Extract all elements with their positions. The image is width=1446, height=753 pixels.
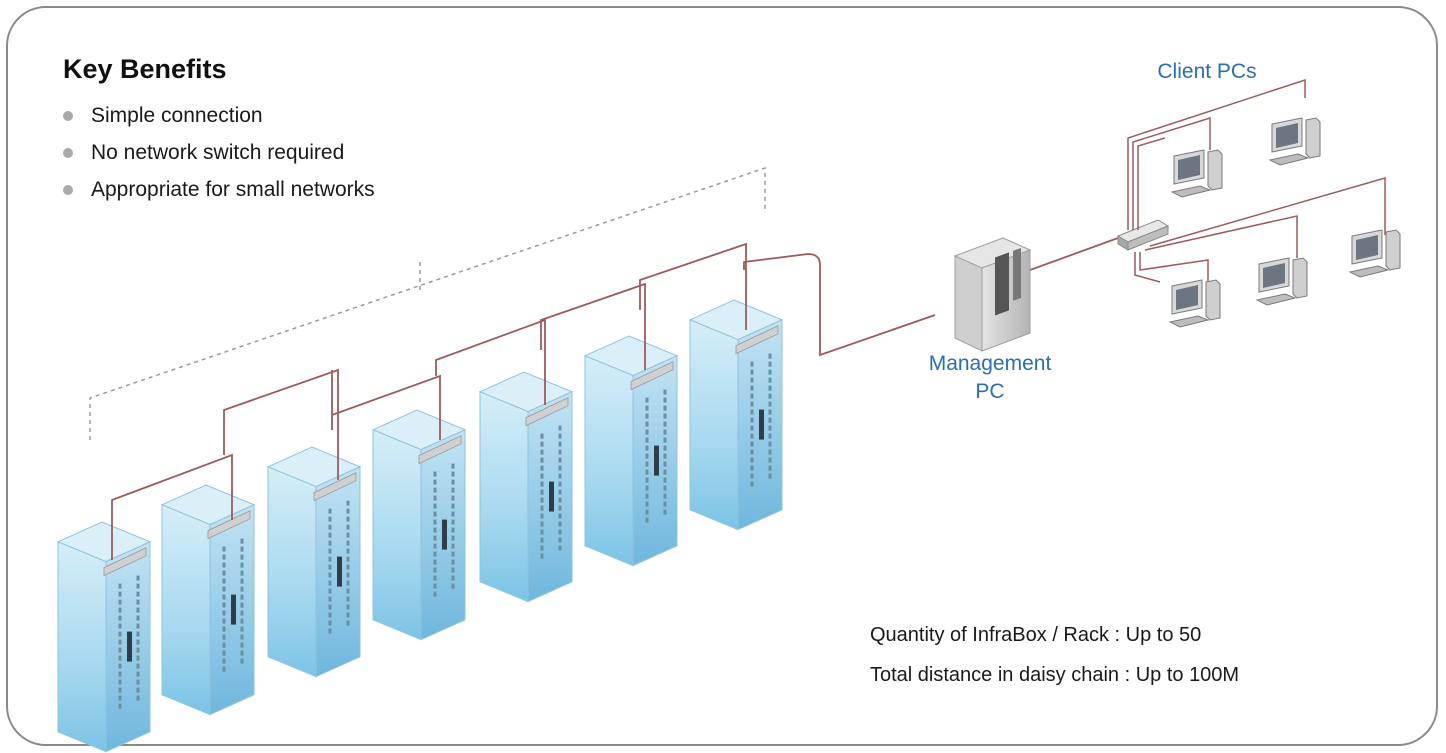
rack-icon bbox=[56, 521, 152, 753]
client-pcs bbox=[1168, 117, 1401, 328]
client-pcs-label: Client PCs bbox=[1157, 60, 1257, 83]
daisy-chain-cable bbox=[111, 237, 1119, 560]
network-hub-icon bbox=[1116, 219, 1170, 251]
rack-icon bbox=[688, 299, 784, 531]
rack-group-bracket bbox=[89, 166, 766, 440]
benefits-list: Simple connection No network switch requ… bbox=[63, 102, 375, 213]
management-pc-icon bbox=[953, 237, 1032, 352]
client-pc-icon bbox=[1168, 279, 1221, 328]
rack-icon bbox=[478, 371, 574, 603]
bullet-icon bbox=[63, 185, 73, 195]
benefit-item: Appropriate for small networks bbox=[63, 176, 375, 213]
client-pc-icon bbox=[1268, 117, 1321, 166]
client-pc-icon bbox=[1255, 257, 1308, 306]
client-pc-icon bbox=[1348, 229, 1401, 278]
rack-icon bbox=[371, 409, 467, 641]
client-pc-icon bbox=[1170, 149, 1223, 198]
bullet-icon bbox=[63, 148, 73, 158]
rack-icon bbox=[160, 484, 256, 716]
bullet-icon bbox=[63, 111, 73, 121]
rack-icon bbox=[583, 335, 679, 567]
benefit-item: No network switch required bbox=[63, 139, 375, 176]
spec-quantity: Quantity of InfraBox / Rack : Up to 50 bbox=[870, 624, 1202, 646]
spec-distance: Total distance in daisy chain : Up to 10… bbox=[870, 664, 1240, 686]
benefit-item: Simple connection bbox=[63, 102, 375, 139]
rack-icon bbox=[266, 446, 362, 678]
key-benefits-title: Key Benefits bbox=[63, 54, 227, 84]
client-cables bbox=[1127, 78, 1386, 283]
management-pc-label: Management PC bbox=[928, 352, 1052, 403]
rack-row bbox=[56, 299, 784, 753]
